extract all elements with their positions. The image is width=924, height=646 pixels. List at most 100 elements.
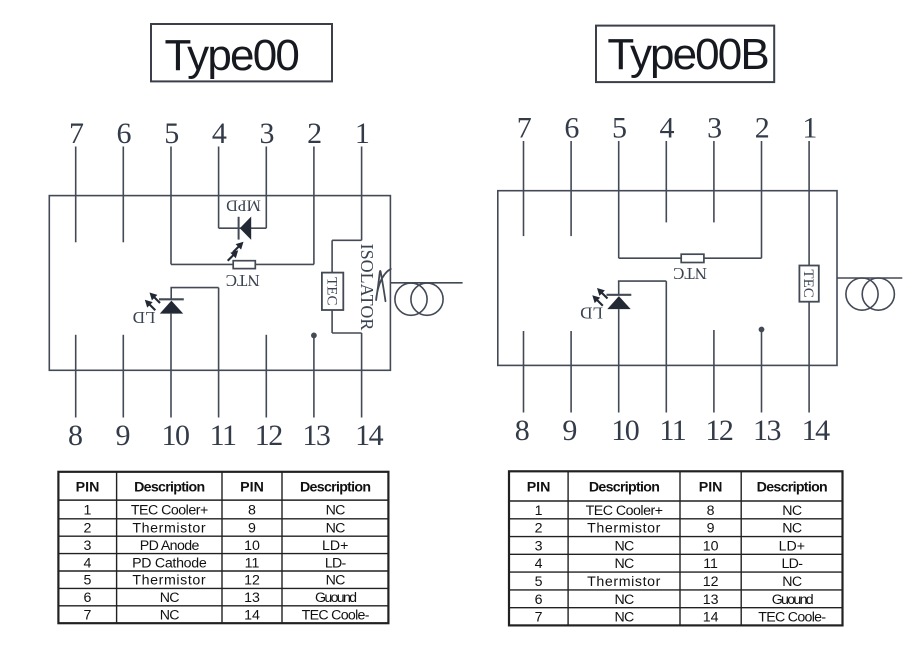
svg-text:LD+: LD+ xyxy=(322,538,348,554)
svg-text:NC: NC xyxy=(160,608,180,624)
svg-text:5: 5 xyxy=(84,573,92,589)
svg-text:14: 14 xyxy=(244,608,260,624)
svg-text:9: 9 xyxy=(562,414,576,447)
svg-text:10: 10 xyxy=(244,538,260,554)
svg-text:9: 9 xyxy=(248,521,256,537)
svg-text:7: 7 xyxy=(84,608,92,624)
svg-text:TEC Cooler+: TEC Cooler+ xyxy=(131,503,208,519)
svg-text:NC: NC xyxy=(782,503,802,519)
svg-text:NC: NC xyxy=(782,521,802,537)
svg-text:8: 8 xyxy=(68,419,82,452)
svg-text:10: 10 xyxy=(162,419,190,452)
svg-text:1: 1 xyxy=(355,117,369,150)
svg-text:Guound: Guound xyxy=(315,590,356,606)
svg-text:TEC Coole-: TEC Coole- xyxy=(758,610,826,626)
svg-text:11: 11 xyxy=(659,414,685,447)
svg-text:11: 11 xyxy=(210,419,236,452)
svg-text:11: 11 xyxy=(703,556,718,572)
svg-text:1: 1 xyxy=(84,503,92,519)
svg-text:NC: NC xyxy=(782,574,802,590)
svg-text:4: 4 xyxy=(212,117,227,150)
svg-text:Thermistor: Thermistor xyxy=(132,573,206,589)
svg-text:NTC: NTC xyxy=(226,271,260,290)
svg-text:TEC: TEC xyxy=(800,269,816,297)
svg-text:8: 8 xyxy=(707,503,715,519)
svg-text:Guound: Guound xyxy=(772,592,813,608)
svg-text:NC: NC xyxy=(615,592,635,608)
svg-text:1: 1 xyxy=(535,503,543,519)
svg-text:8: 8 xyxy=(248,503,256,519)
svg-text:2: 2 xyxy=(755,112,769,145)
svg-text:8: 8 xyxy=(515,414,529,447)
svg-text:3: 3 xyxy=(707,112,721,145)
svg-text:12: 12 xyxy=(255,419,283,452)
svg-text:Thermistor: Thermistor xyxy=(587,521,661,537)
svg-text:Description: Description xyxy=(589,480,659,496)
svg-text:3: 3 xyxy=(84,538,92,554)
svg-text:1: 1 xyxy=(802,112,816,145)
svg-text:NC: NC xyxy=(615,539,635,555)
svg-text:9: 9 xyxy=(116,419,130,452)
svg-text:12: 12 xyxy=(244,573,260,589)
svg-text:11: 11 xyxy=(245,555,260,571)
svg-text:Thermistor: Thermistor xyxy=(132,521,206,537)
svg-text:7: 7 xyxy=(517,112,532,145)
svg-text:LD-: LD- xyxy=(325,555,347,571)
svg-text:5: 5 xyxy=(612,112,626,145)
svg-text:PD Anode: PD Anode xyxy=(140,538,200,554)
svg-text:2: 2 xyxy=(535,521,543,537)
svg-text:2: 2 xyxy=(307,117,321,150)
svg-text:LD: LD xyxy=(133,308,156,327)
svg-text:10: 10 xyxy=(611,414,639,447)
svg-text:10: 10 xyxy=(703,539,719,555)
svg-text:7: 7 xyxy=(69,117,84,150)
svg-text:12: 12 xyxy=(705,414,733,447)
svg-text:LD+: LD+ xyxy=(779,539,805,555)
svg-text:13: 13 xyxy=(703,592,719,608)
svg-text:PIN: PIN xyxy=(240,479,264,495)
svg-text:NC: NC xyxy=(326,503,346,519)
svg-text:2: 2 xyxy=(84,521,92,537)
svg-text:14: 14 xyxy=(355,419,384,452)
svg-text:ISOLATOR: ISOLATOR xyxy=(357,244,377,331)
svg-text:TEC Coole-: TEC Coole- xyxy=(302,608,370,624)
svg-text:4: 4 xyxy=(535,556,543,572)
svg-text:6: 6 xyxy=(535,592,543,608)
svg-text:Description: Description xyxy=(134,479,204,495)
svg-text:3: 3 xyxy=(535,539,543,555)
svg-text:3: 3 xyxy=(260,117,274,150)
svg-text:TEC Cooler+: TEC Cooler+ xyxy=(586,503,663,519)
svg-text:14: 14 xyxy=(802,414,831,447)
svg-text:PIN: PIN xyxy=(699,480,723,496)
svg-text:NC: NC xyxy=(326,573,346,589)
svg-text:LD-: LD- xyxy=(781,556,803,572)
svg-text:13: 13 xyxy=(244,590,260,606)
svg-text:6: 6 xyxy=(84,590,92,606)
svg-text:13: 13 xyxy=(302,419,330,452)
svg-text:PIN: PIN xyxy=(76,479,100,495)
svg-text:6: 6 xyxy=(117,117,132,150)
svg-text:4: 4 xyxy=(84,555,92,571)
svg-text:4: 4 xyxy=(660,112,675,145)
svg-text:5: 5 xyxy=(535,574,543,590)
svg-text:Type00B: Type00B xyxy=(607,30,768,79)
svg-text:13: 13 xyxy=(753,414,781,447)
svg-text:PIN: PIN xyxy=(527,480,551,496)
svg-text:LD: LD xyxy=(580,304,603,323)
svg-text:NTC: NTC xyxy=(673,264,707,283)
svg-text:Description: Description xyxy=(757,480,827,496)
svg-text:NC: NC xyxy=(160,590,180,606)
svg-text:NC: NC xyxy=(615,556,635,572)
svg-text:Thermistor: Thermistor xyxy=(587,574,661,590)
svg-text:MPD: MPD xyxy=(226,197,261,214)
svg-text:Description: Description xyxy=(300,479,370,495)
svg-text:5: 5 xyxy=(164,117,178,150)
svg-text:PD Cathode: PD Cathode xyxy=(132,555,207,571)
svg-text:Type00: Type00 xyxy=(165,31,299,80)
svg-text:14: 14 xyxy=(703,610,719,626)
svg-text:12: 12 xyxy=(703,574,719,590)
svg-text:TEC: TEC xyxy=(324,277,340,305)
svg-text:9: 9 xyxy=(707,521,715,537)
svg-text:NC: NC xyxy=(615,610,635,626)
svg-text:7: 7 xyxy=(535,610,543,626)
